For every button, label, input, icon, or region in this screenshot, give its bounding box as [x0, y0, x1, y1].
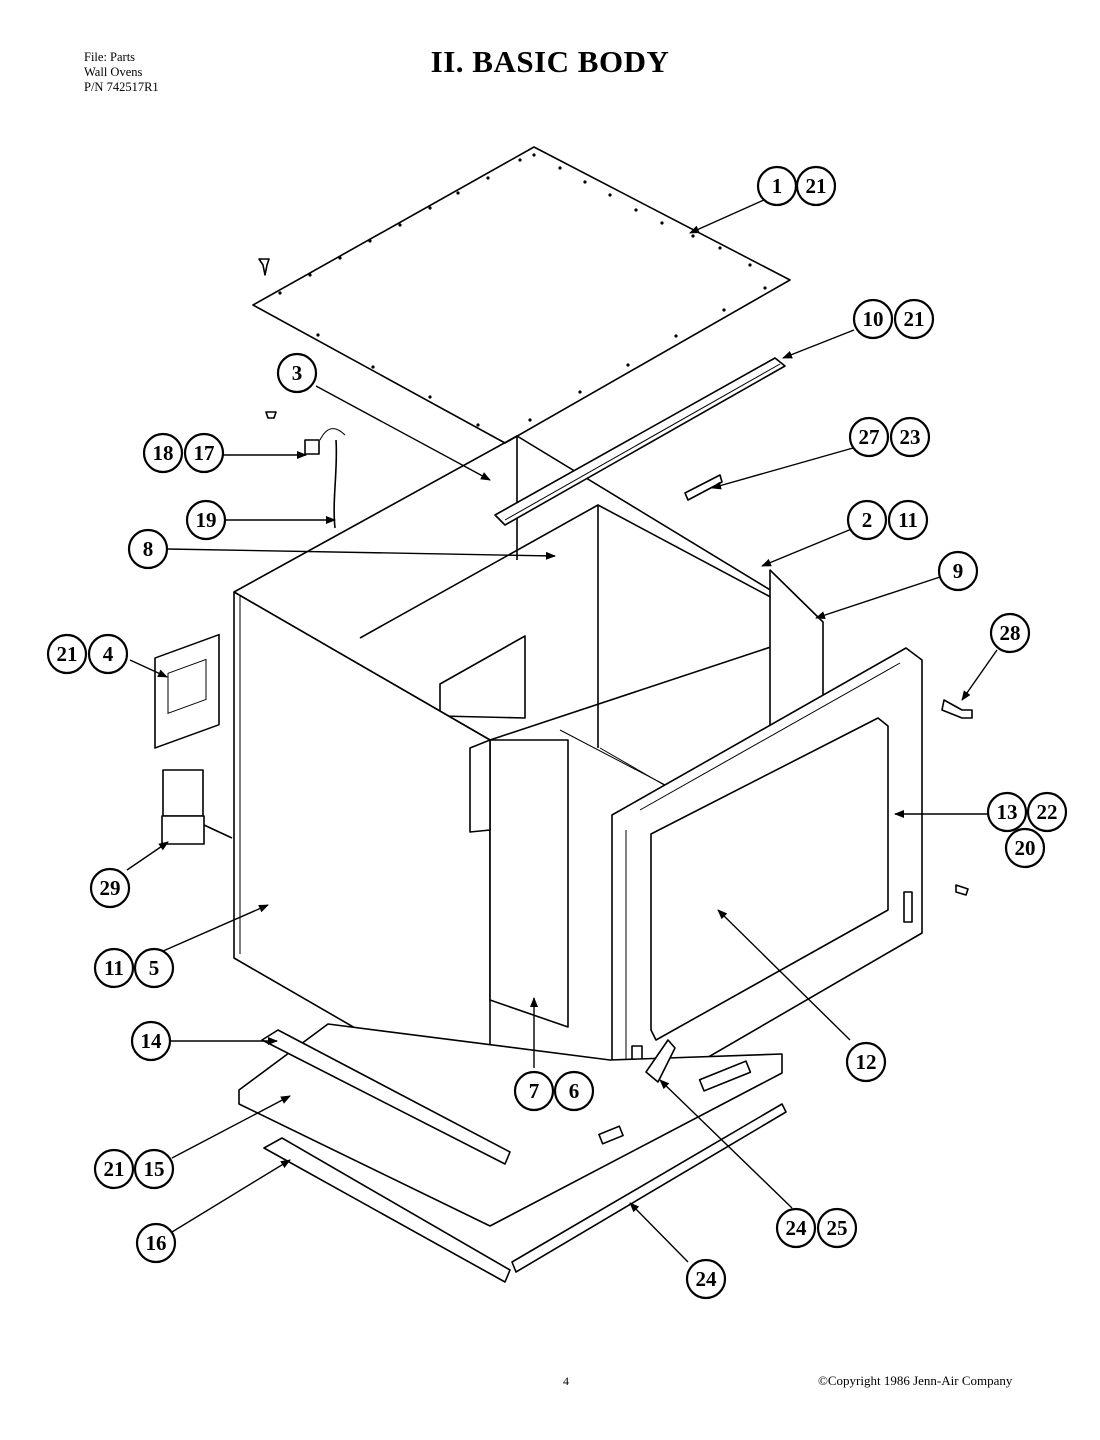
- svg-text:6: 6: [569, 1079, 580, 1103]
- svg-text:24: 24: [786, 1216, 808, 1240]
- bottom-panel-part: [238, 1023, 783, 1227]
- top-rail-part: [494, 357, 786, 526]
- inner-wall-part: [469, 739, 569, 1028]
- svg-text:27: 27: [859, 425, 880, 449]
- leader-lines: [126, 194, 998, 1263]
- copyright-notice: ©Copyright 1986 Jenn-Air Company: [818, 1373, 1013, 1388]
- callout-14: 14: [130, 1020, 172, 1062]
- callout-7-6: 7 6: [513, 1070, 595, 1112]
- svg-text:29: 29: [100, 876, 121, 900]
- screw-part: [258, 258, 270, 276]
- svg-text:21: 21: [904, 307, 925, 331]
- svg-text:24: 24: [696, 1267, 718, 1291]
- svg-text:9: 9: [953, 559, 964, 583]
- callout-10-21: 10 21: [852, 298, 935, 340]
- callout-18-17: 18 17: [142, 432, 225, 474]
- svg-text:8: 8: [143, 537, 154, 561]
- svg-text:22: 22: [1037, 800, 1058, 824]
- svg-text:20: 20: [1015, 836, 1036, 860]
- screw-part: [955, 884, 969, 896]
- callout-1-21: 1 21: [756, 165, 837, 207]
- svg-text:12: 12: [856, 1050, 877, 1074]
- svg-text:23: 23: [900, 425, 921, 449]
- file-info-line: Wall Ovens: [84, 65, 143, 79]
- bracket-part: [684, 474, 723, 501]
- svg-text:28: 28: [1000, 621, 1021, 645]
- svg-text:7: 7: [529, 1079, 540, 1103]
- callout-29: 29: [89, 867, 131, 909]
- svg-text:19: 19: [196, 508, 217, 532]
- svg-text:18: 18: [153, 441, 174, 465]
- callout-21-15: 21 15: [93, 1148, 175, 1190]
- callout-27-23: 27 23: [848, 416, 931, 458]
- callout-9: 9: [937, 550, 979, 592]
- switch-part: [161, 769, 233, 845]
- front-rail-part: [261, 1029, 511, 1165]
- callout-13-22: 13 22: [986, 791, 1068, 833]
- hinge-part: [645, 1039, 676, 1083]
- svg-text:11: 11: [898, 508, 918, 532]
- callout-28: 28: [989, 612, 1031, 654]
- svg-text:15: 15: [144, 1157, 165, 1181]
- callout-20: 20: [1004, 827, 1046, 869]
- svg-text:10: 10: [863, 307, 884, 331]
- svg-text:14: 14: [141, 1029, 163, 1053]
- terminal-block-part: [154, 633, 220, 749]
- base-rail-part: [511, 1103, 787, 1273]
- file-info: File: Parts Wall Ovens P/N 742517R1: [84, 50, 159, 95]
- callout-19: 19: [185, 499, 227, 541]
- svg-text:11: 11: [104, 956, 124, 980]
- callout-24-25: 24 25: [775, 1207, 858, 1249]
- svg-text:17: 17: [194, 441, 215, 465]
- callout-24: 24: [685, 1258, 727, 1300]
- svg-text:21: 21: [104, 1157, 125, 1181]
- callout-8: 8: [127, 528, 169, 570]
- callout-2-11: 2 11: [846, 499, 929, 541]
- svg-text:1: 1: [772, 174, 783, 198]
- svg-text:3: 3: [292, 361, 303, 385]
- svg-text:4: 4: [103, 642, 114, 666]
- callout-16: 16: [135, 1222, 177, 1264]
- callout-12: 12: [845, 1041, 887, 1083]
- callout-11-5: 11 5: [93, 947, 175, 989]
- file-info-line: P/N 742517R1: [84, 80, 159, 94]
- sensor-part: [941, 699, 973, 719]
- svg-text:21: 21: [806, 174, 827, 198]
- callout-3: 3: [276, 352, 318, 394]
- front-frame-part: [611, 647, 923, 1111]
- svg-text:21: 21: [57, 642, 78, 666]
- cable-part: [304, 428, 346, 529]
- svg-text:13: 13: [997, 800, 1018, 824]
- page-title: II. BASIC BODY: [430, 44, 670, 79]
- file-info-line: File: Parts: [84, 50, 136, 64]
- svg-text:25: 25: [827, 1216, 848, 1240]
- svg-text:5: 5: [149, 956, 160, 980]
- page-number: 4: [563, 1374, 569, 1388]
- bottom-rail-part: [263, 1137, 511, 1283]
- svg-text:2: 2: [862, 508, 873, 532]
- callout-21-4: 21 4: [46, 633, 129, 675]
- screw-part: [265, 411, 277, 419]
- svg-text:16: 16: [146, 1231, 167, 1255]
